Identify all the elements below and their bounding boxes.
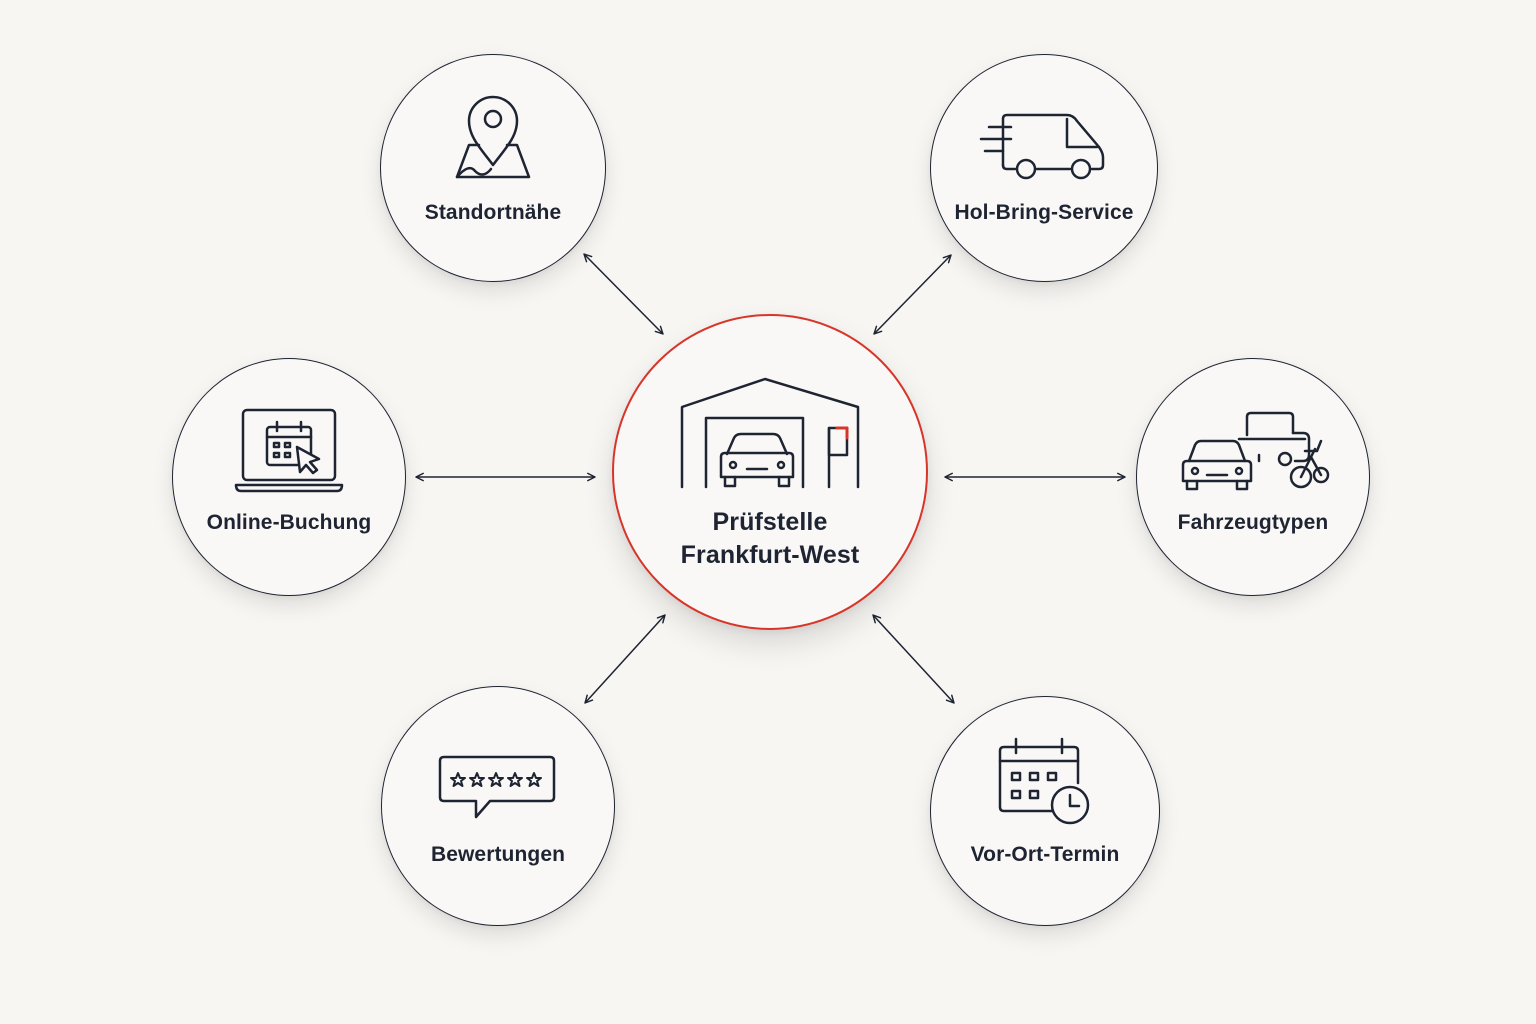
hub-label: Prüfstelle Frankfurt-West xyxy=(614,506,926,572)
hub-label-line2: Frankfurt-West xyxy=(680,541,860,569)
calendar-clock-icon xyxy=(996,735,1094,827)
node-label: Fahrzeugtypen xyxy=(1177,511,1329,534)
node-hol-bring-service: Hol-Bring-Service xyxy=(930,54,1158,282)
connector-standortnaehe xyxy=(583,253,664,335)
vehicle-types-icon xyxy=(1177,411,1330,491)
node-label: Online-Buchung xyxy=(206,511,372,534)
node-fahrzeugtypen: Fahrzeugtypen xyxy=(1136,358,1370,596)
hub-node: Prüfstelle Frankfurt-West xyxy=(612,314,928,630)
rating-stars-icon xyxy=(438,753,558,823)
connector-hol-bring-service xyxy=(873,254,952,335)
hub-label-line1: Prüfstelle xyxy=(712,508,828,536)
delivery-van-icon xyxy=(979,107,1109,180)
node-label: Standortnähe xyxy=(424,201,562,224)
connector-vor-ort-termin xyxy=(872,614,955,704)
node-label: Vor-Ort-Termin xyxy=(970,843,1120,866)
node-vor-ort-termin: Vor-Ort-Termin xyxy=(930,696,1160,926)
node-label: Bewertungen xyxy=(430,843,566,866)
node-label: Hol-Bring-Service xyxy=(954,201,1134,224)
connector-bewertungen xyxy=(584,614,666,704)
laptop-calendar-icon xyxy=(233,407,345,493)
node-bewertungen: Bewertungen xyxy=(381,686,615,926)
location-map-icon xyxy=(451,93,535,181)
garage-car-icon xyxy=(679,376,861,489)
node-online-buchung: Online-Buchung xyxy=(172,358,406,596)
node-standortnaehe: Standortnähe xyxy=(380,54,606,282)
